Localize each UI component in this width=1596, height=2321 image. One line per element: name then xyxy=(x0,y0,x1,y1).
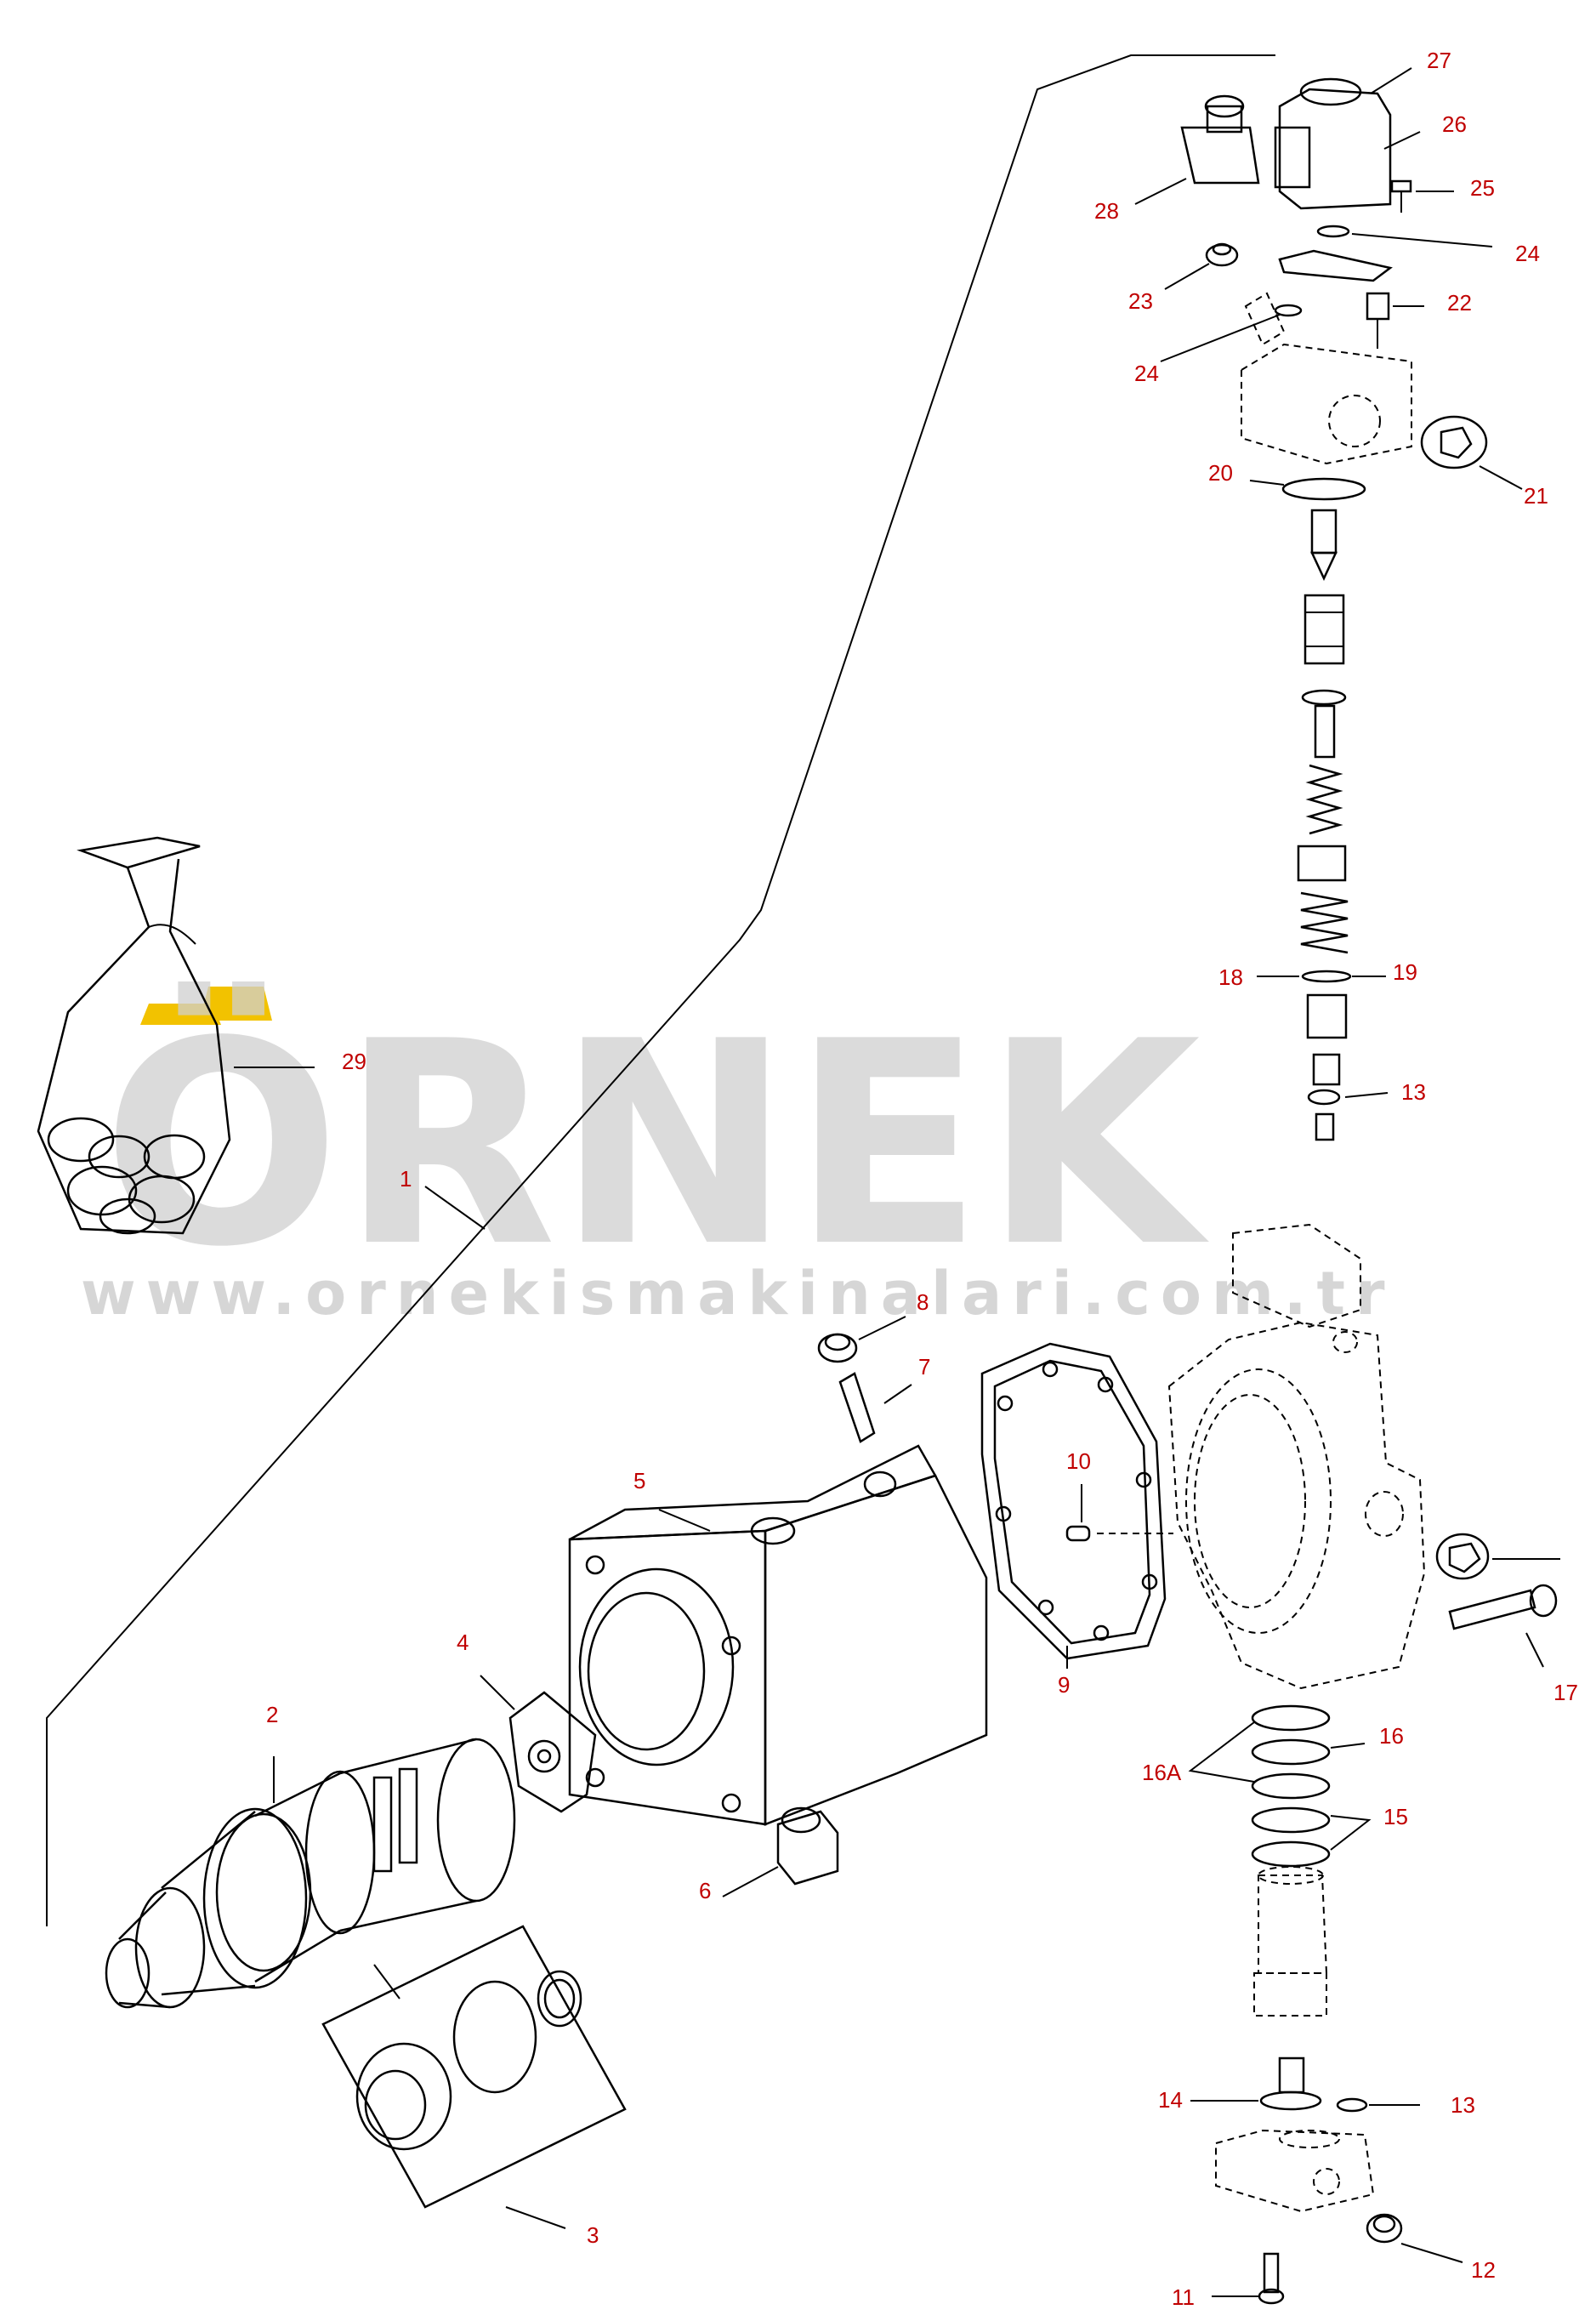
callout-28: 28 xyxy=(1094,198,1119,224)
plug-6 xyxy=(776,1806,839,1886)
oring-24-mid xyxy=(1274,304,1303,317)
callout-3: 3 xyxy=(587,2222,599,2248)
nut-23 xyxy=(1205,242,1239,267)
upper-valve-block xyxy=(1241,249,1412,465)
leader-6 xyxy=(722,1866,779,1897)
callout-9: 9 xyxy=(1058,1672,1070,1698)
callout-15: 15 xyxy=(1383,1804,1408,1829)
leader-26 xyxy=(1383,131,1421,150)
motor-housing xyxy=(568,1444,988,1826)
callout-16: 16 xyxy=(1379,1723,1404,1749)
leader-7 xyxy=(883,1384,912,1404)
callout-26: 26 xyxy=(1442,111,1467,137)
leader-3 xyxy=(505,2206,566,2229)
leader-8 xyxy=(858,1316,906,1340)
leader-16 xyxy=(1330,1743,1366,1749)
callout-27: 27 xyxy=(1427,48,1451,73)
control-valve-body xyxy=(1167,1223,1426,1690)
callout-18: 18 xyxy=(1218,964,1243,990)
plug-right xyxy=(1435,1533,1490,1580)
leader-16a xyxy=(1188,1721,1255,1783)
pin-7 xyxy=(838,1372,876,1443)
callout-10: 10 xyxy=(1066,1448,1091,1474)
leader-15 xyxy=(1330,1815,1372,1851)
leader-12 xyxy=(1400,2243,1463,2263)
callout-24b: 24 xyxy=(1515,241,1540,266)
assembly-outline-line xyxy=(46,54,1275,1926)
callout-21: 21 xyxy=(1524,483,1548,509)
leader-17 xyxy=(1525,1632,1544,1668)
gasket xyxy=(980,1342,1167,1660)
leader-28 xyxy=(1134,178,1187,205)
plug-21 xyxy=(1420,415,1488,469)
watermark-url: www.ornekismakinalari.com.tr xyxy=(81,1259,1394,1328)
callout-24a: 24 xyxy=(1134,361,1159,386)
callout-6: 6 xyxy=(699,1878,711,1903)
leader-24a xyxy=(1160,314,1281,362)
valve-plunger-stack xyxy=(1297,509,1352,1141)
callout-14: 14 xyxy=(1158,2087,1183,2113)
oring-24-top xyxy=(1316,225,1350,238)
leader-27 xyxy=(1370,67,1412,94)
watermark-accent-right xyxy=(200,987,272,1021)
callout-5: 5 xyxy=(633,1468,645,1493)
callout-17: 17 xyxy=(1553,1680,1578,1705)
callout-13a: 13 xyxy=(1401,1079,1426,1105)
screw-11 xyxy=(1258,2252,1285,2305)
leader-2b xyxy=(373,1964,400,2000)
leader-4 xyxy=(480,1675,515,1710)
leader-13a xyxy=(1344,1092,1389,1098)
lower-valve-block xyxy=(1215,2129,1375,2213)
screw-22 xyxy=(1366,292,1390,349)
rings-15-16 xyxy=(1251,1704,1331,1868)
leader-21 xyxy=(1479,465,1523,490)
callout-8: 8 xyxy=(917,1289,929,1315)
leader-20 xyxy=(1249,480,1285,486)
leader-24b xyxy=(1351,233,1493,247)
callout-25: 25 xyxy=(1470,175,1495,201)
watermark: ÖRNEK www.ornekismakinalari.com.tr xyxy=(81,979,1394,1328)
dowel-pin xyxy=(1065,1525,1091,1542)
callout-11: 11 xyxy=(1172,2284,1195,2310)
callout-23: 23 xyxy=(1128,288,1153,314)
seal-kit-bag xyxy=(37,836,231,1235)
nut-8 xyxy=(817,1333,858,1363)
callout-20: 20 xyxy=(1208,460,1233,486)
oring-20 xyxy=(1281,477,1366,501)
oring-14 xyxy=(1259,2091,1322,2111)
oring-13b xyxy=(1336,2097,1368,2113)
connector-28 xyxy=(1180,94,1260,185)
bolt-17 xyxy=(1448,1584,1558,1630)
callout-labels: 1 2 3 4 5 6 7 8 9 10 11 12 13 13 14 15 1… xyxy=(266,48,1578,2310)
callout-13b: 13 xyxy=(1451,2092,1475,2118)
retaining-plate xyxy=(508,1691,597,1813)
callout-19: 19 xyxy=(1393,959,1417,985)
seal-set xyxy=(321,1925,627,2209)
solenoid-26 xyxy=(1274,77,1392,210)
callout-1: 1 xyxy=(400,1166,412,1192)
callout-7: 7 xyxy=(918,1354,930,1380)
leader-5 xyxy=(658,1509,711,1532)
callout-16a: 16A xyxy=(1142,1760,1182,1785)
leader-1 xyxy=(424,1186,486,1230)
leader-23 xyxy=(1164,263,1210,290)
callout-22: 22 xyxy=(1447,290,1472,316)
callout-29: 29 xyxy=(342,1049,366,1074)
lower-sleeve xyxy=(1253,1866,1328,2094)
callout-2: 2 xyxy=(266,1702,278,1727)
plug-12 xyxy=(1366,2213,1403,2244)
drive-shaft-assembly xyxy=(105,1738,516,2009)
callout-4: 4 xyxy=(457,1630,469,1655)
screw-25 xyxy=(1390,179,1412,213)
callout-12: 12 xyxy=(1471,2257,1496,2283)
